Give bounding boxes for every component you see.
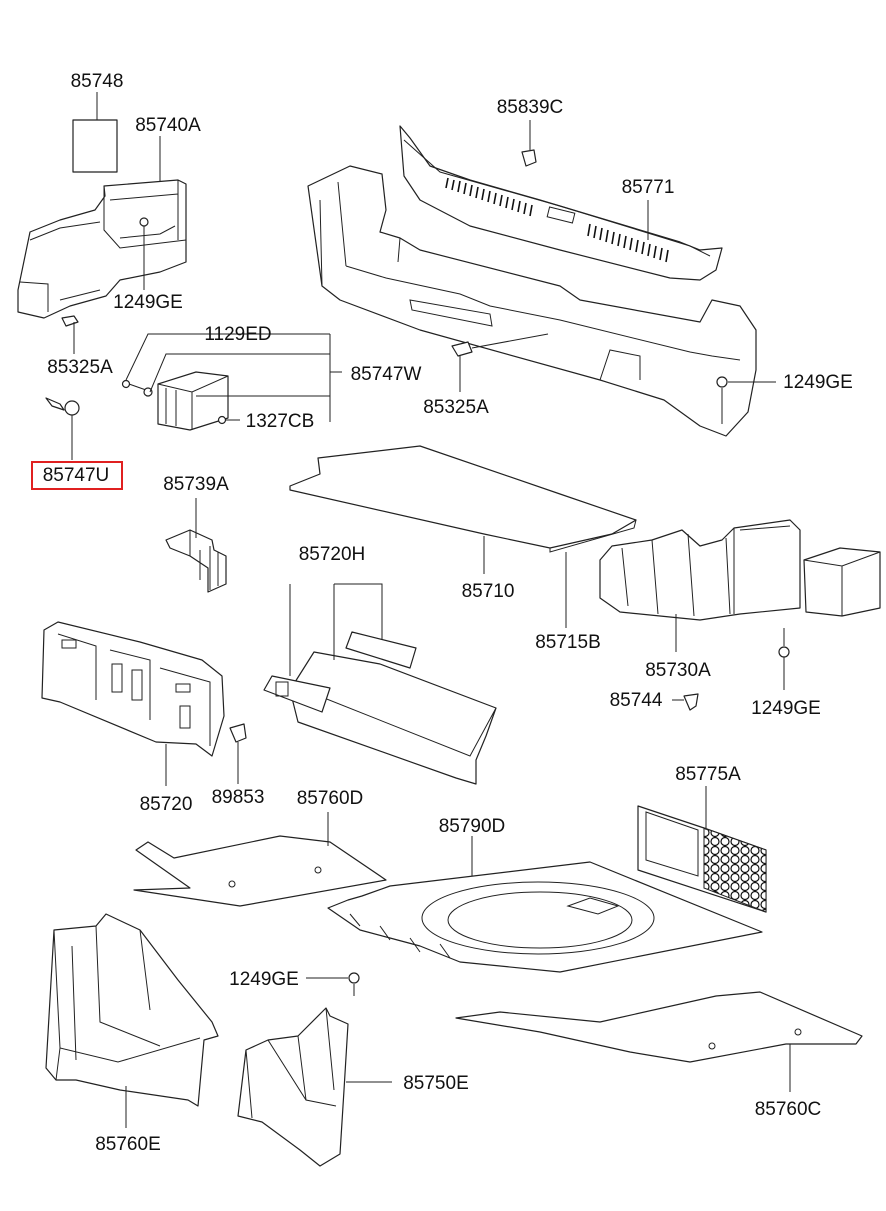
sill-vent-left <box>445 177 533 217</box>
label-85325A-left: 85325A <box>47 357 113 378</box>
label-85739A: 85739A <box>163 474 229 495</box>
label-85760E: 85760E <box>95 1134 161 1155</box>
clip-85325A-center <box>451 333 549 392</box>
label-1327CB: 1327CB <box>246 411 315 432</box>
label-85715B: 85715B <box>535 632 601 653</box>
part-labels: 85748 85740A 1249GE 85325A 1129ED 85747W… <box>31 71 853 1155</box>
part-85771-rear-panel <box>307 125 757 437</box>
label-85710: 85710 <box>462 581 515 602</box>
label-85775A: 85775A <box>675 764 741 785</box>
label-85744: 85744 <box>610 690 663 711</box>
part-85748-pad <box>72 92 118 173</box>
plug-89853 <box>229 723 247 784</box>
clip-85839C <box>521 120 537 167</box>
part-85720H-center-panel <box>263 583 497 785</box>
clip-85325A-left <box>61 315 79 354</box>
label-85750E: 85750E <box>403 1073 469 1094</box>
label-85730A: 85730A <box>645 660 711 681</box>
screw-1249GE-right <box>778 628 790 690</box>
part-85740A-side-trim <box>17 136 187 319</box>
label-85747W: 85747W <box>351 364 422 385</box>
part-85760C-mat <box>455 991 863 1092</box>
label-85771: 85771 <box>622 177 675 198</box>
clip-85747U <box>45 397 80 460</box>
screw-1249GE-left <box>139 217 149 290</box>
sill-vent-right <box>587 223 669 263</box>
part-85775A-mesh-net <box>637 786 767 913</box>
label-85720H: 85720H <box>299 544 366 565</box>
label-85720: 85720 <box>140 794 193 815</box>
part-85750E-quarter-trim <box>237 1007 392 1167</box>
label-85790D: 85790D <box>439 816 506 837</box>
clip-85744 <box>672 693 699 711</box>
label-85748: 85748 <box>71 71 124 92</box>
part-85730A-side-trim <box>599 519 881 652</box>
label-85325A-center: 85325A <box>423 397 489 418</box>
part-85710-floor-board <box>289 445 637 628</box>
screw-1249GE-rear-right <box>716 376 776 424</box>
label-85839C: 85839C <box>497 97 564 118</box>
label-1249GE-right: 1249GE <box>751 698 821 719</box>
part-85739A-bracket <box>165 498 227 593</box>
part-85720-partition-panel <box>41 621 225 786</box>
label-1249GE-rear: 1249GE <box>783 372 853 393</box>
label-85747U: 85747U <box>43 465 110 486</box>
label-85740A: 85740A <box>135 115 201 136</box>
label-85760C: 85760C <box>755 1099 822 1120</box>
part-85790D-tire-floor <box>327 836 763 973</box>
label-89853: 89853 <box>212 787 265 808</box>
label-1249GE-left: 1249GE <box>113 292 183 313</box>
label-1249GE-lower: 1249GE <box>229 969 299 990</box>
part-85747W-box <box>121 371 229 431</box>
label-85760D: 85760D <box>297 788 364 809</box>
screw-1249GE-lower <box>306 972 360 996</box>
part-85760D-mat <box>133 812 387 907</box>
highlight-box-85747U <box>31 461 123 490</box>
label-1129ED: 1129ED <box>204 324 271 345</box>
part-85760E-quarter-trim <box>45 913 219 1128</box>
leader-1129ED-85747W-bracket <box>125 333 342 422</box>
